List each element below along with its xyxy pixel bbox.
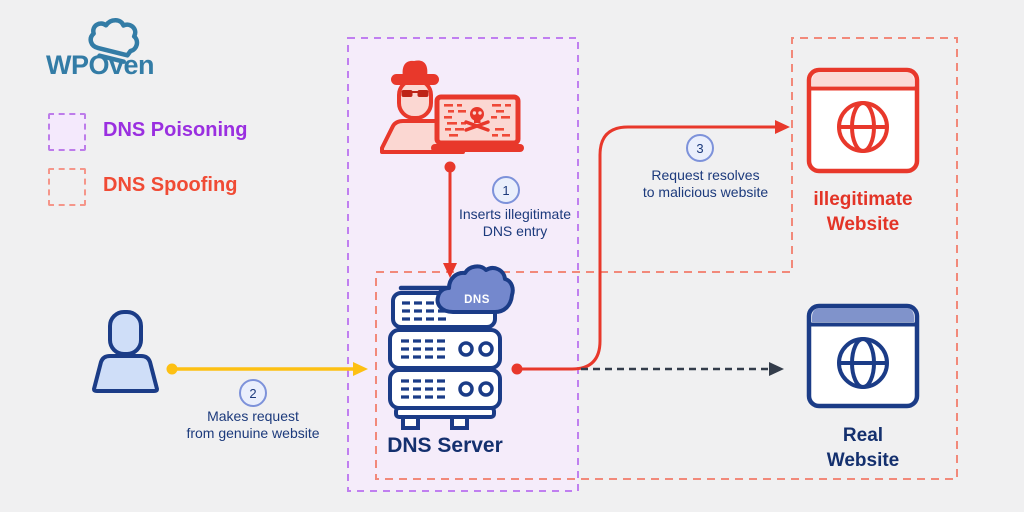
server-leg	[401, 415, 420, 430]
illegitimate-website-label: illegitimate Website	[813, 189, 913, 235]
dns-cloud-icon: DNS	[435, 264, 515, 314]
code-lines	[444, 104, 511, 137]
globe-icon	[837, 101, 889, 153]
step1-text: Inserts illegitimate DNS entry	[458, 206, 572, 239]
arrow-real-website-dashed	[581, 362, 784, 376]
hat-brim	[391, 74, 439, 85]
real-website-icon	[806, 303, 920, 409]
legend-label-poisoning: DNS Poisoning	[103, 119, 248, 141]
skull-icon	[464, 107, 490, 132]
arrow-step1-insert-entry	[443, 161, 457, 278]
arrow-step2-user-request	[166, 362, 368, 376]
step3-badge: 3	[686, 134, 714, 162]
real-website-label: Real Website	[826, 425, 900, 471]
laptop-icon	[431, 94, 524, 152]
step2-badge: 2	[239, 379, 267, 407]
globe-icon	[837, 337, 889, 389]
dns-spoofing-zone	[375, 37, 958, 480]
step2-text: Makes request from genuine website	[186, 408, 320, 441]
dns-cloud-label: DNS	[464, 294, 490, 306]
arrow-step3-malicious-resolve	[511, 120, 790, 375]
legend-swatch-spoofing	[48, 168, 86, 206]
legend-label-spoofing: DNS Spoofing	[103, 174, 238, 196]
step3-text: Request resolves to malicious website	[642, 167, 769, 200]
chef-hat-icon	[88, 17, 140, 64]
dns-server-icon: DNS	[388, 264, 515, 430]
server-leg	[450, 415, 469, 430]
logo-text: WPOven	[46, 50, 155, 80]
user-icon	[92, 310, 159, 393]
hat-crown	[402, 60, 428, 77]
legend-swatch-poisoning	[48, 113, 86, 151]
sunglasses-icon	[401, 90, 429, 97]
malicious-website-icon	[806, 67, 920, 174]
dns-server-label: DNS Server	[387, 434, 503, 457]
hacker-icon	[380, 60, 524, 154]
step1-badge: 1	[492, 176, 520, 204]
